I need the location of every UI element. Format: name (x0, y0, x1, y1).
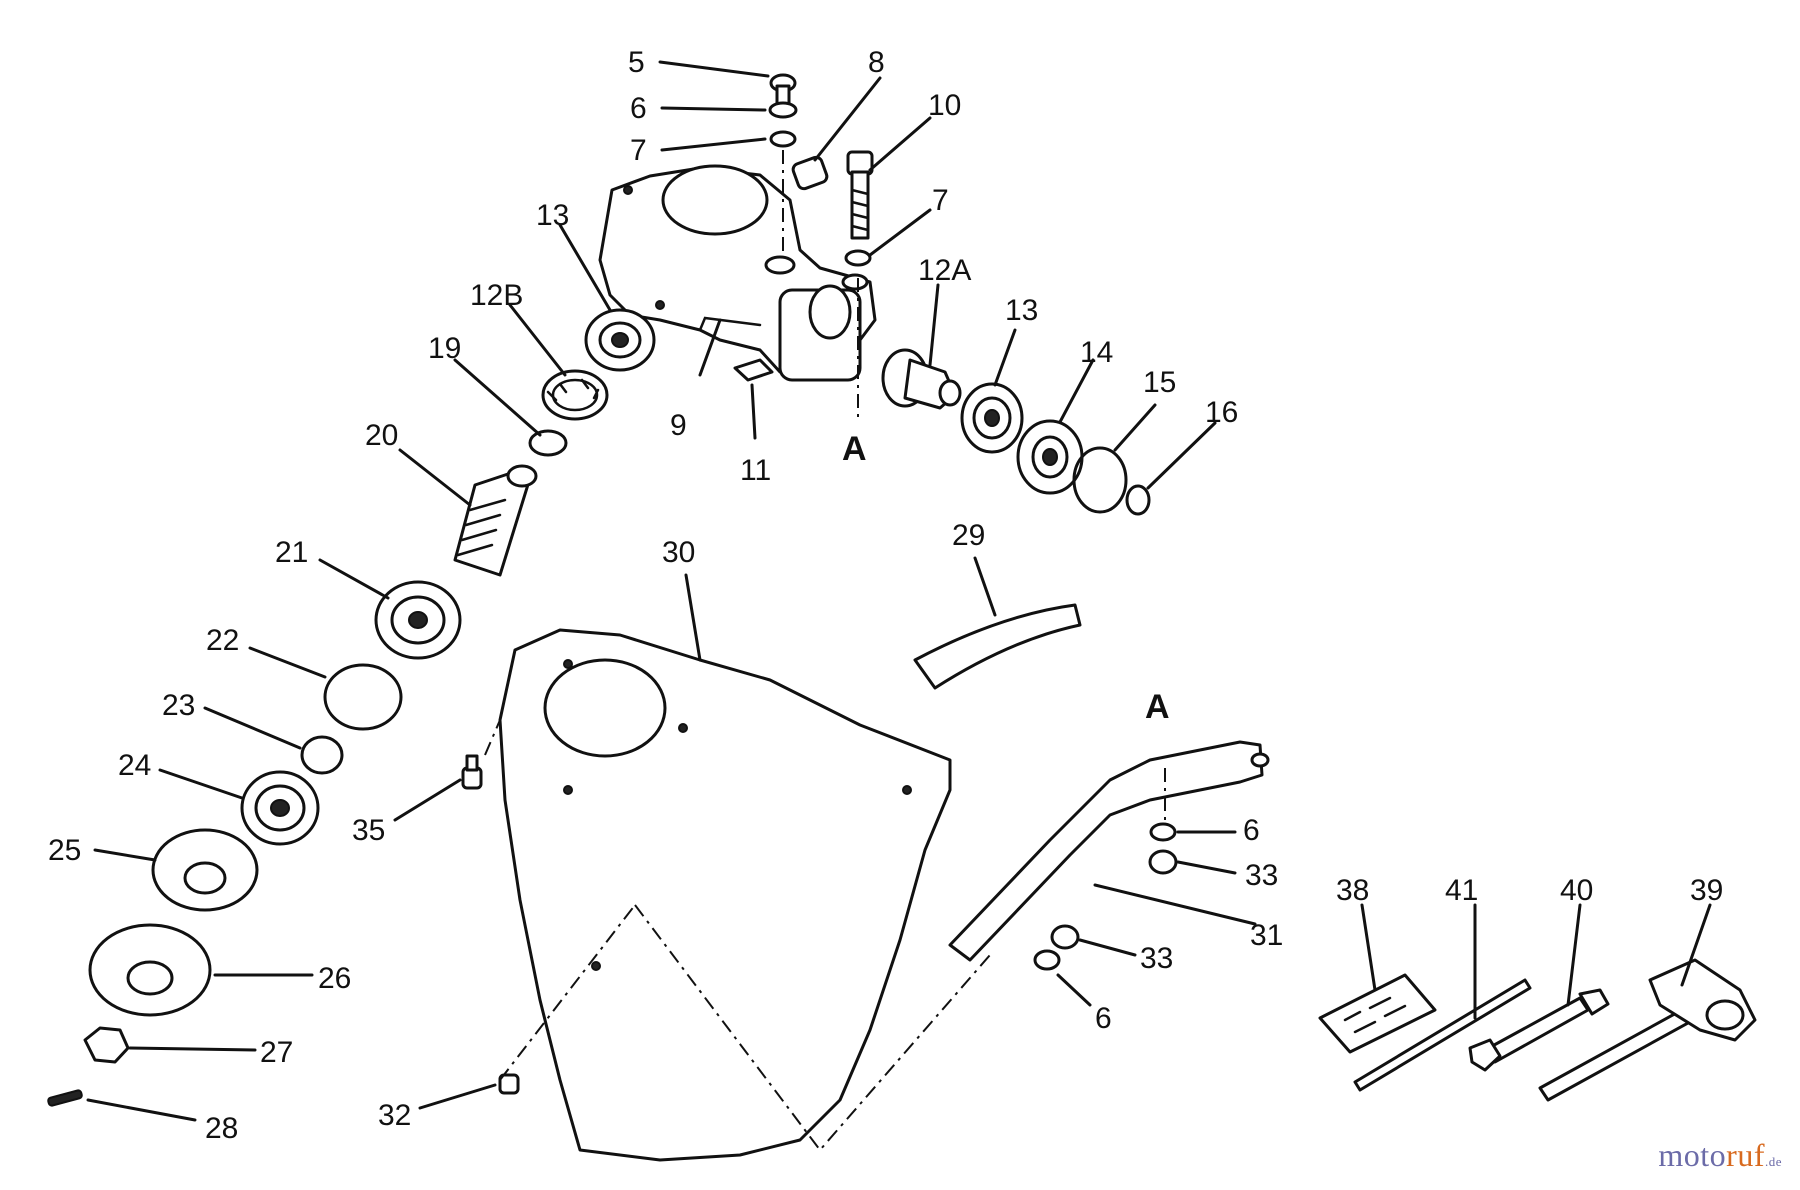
bearing-14 (1016, 419, 1084, 495)
bolt-5 (769, 73, 797, 106)
callout-6b: 6 (1243, 814, 1260, 847)
callout-13a: 13 (536, 199, 569, 232)
callout-29: 29 (952, 519, 985, 552)
bracket-hole (1250, 752, 1270, 768)
callout-25: 25 (48, 834, 81, 867)
wrench-40 (1468, 988, 1610, 1072)
screw-32 (498, 1073, 520, 1095)
cup-26 (88, 923, 212, 1017)
callout-22: 22 (206, 624, 239, 657)
snap-ring-15 (1072, 446, 1128, 514)
washer-6c (1033, 949, 1061, 971)
plug-8 (791, 155, 829, 191)
bearing-21 (374, 580, 462, 660)
callout-7b: 7 (932, 184, 949, 217)
guard-30 (498, 628, 952, 1162)
nut-33b (1050, 924, 1080, 950)
callout-15: 15 (1143, 366, 1176, 399)
pinion-12a (881, 348, 962, 410)
callout-20: 20 (365, 419, 398, 452)
washer-6b (1149, 822, 1177, 842)
clip-11 (733, 358, 774, 382)
washer-6 (768, 101, 798, 119)
callout-12a: 12A (918, 254, 971, 287)
brand-part-b: ruf (1726, 1137, 1765, 1173)
rod-41 (1353, 978, 1532, 1092)
brand-logo: motoruf.de (1658, 1137, 1782, 1174)
brand-suffix: .de (1764, 1154, 1782, 1169)
bracket-31 (948, 740, 1264, 962)
callout-6: 6 (630, 92, 647, 125)
nut-27 (83, 1026, 130, 1064)
callout-23: 23 (162, 689, 195, 722)
callout-31: 31 (1250, 919, 1283, 952)
callout-12b: 12B (470, 279, 523, 312)
box-wrench-39 (1538, 958, 1757, 1102)
bearing-13a (584, 308, 656, 372)
pad-29 (913, 603, 1082, 690)
leader-lines (86, 60, 1712, 1122)
shaft-20 (453, 464, 538, 577)
gear-12b (541, 369, 609, 421)
callout-26: 26 (318, 962, 351, 995)
washer-7b (844, 249, 872, 267)
callout-21: 21 (275, 536, 308, 569)
bearing-13b (960, 382, 1024, 454)
callout-16: 16 (1205, 396, 1238, 429)
callout-9: 9 (670, 409, 687, 442)
callout-33a: 33 (1245, 859, 1278, 892)
callout-11: 11 (740, 454, 771, 487)
washer-7 (769, 130, 797, 148)
callout-30: 30 (662, 536, 695, 569)
callout-a1: A (842, 430, 867, 468)
callout-40: 40 (1560, 874, 1593, 907)
callout-5: 5 (628, 46, 645, 79)
gear-housing (598, 164, 877, 382)
callout-33b: 33 (1140, 942, 1173, 975)
callout-38: 38 (1336, 874, 1369, 907)
callout-28: 28 (205, 1112, 238, 1145)
brand-part-a: moto (1658, 1137, 1727, 1173)
callout-7: 7 (630, 134, 647, 167)
callout-8: 8 (868, 46, 885, 79)
callout-labels: 5 6 7 8 10 7 13 12B 19 20 9 11 A 12A 13 … (48, 46, 1723, 1145)
ring-16 (1125, 484, 1151, 516)
holder-25 (151, 828, 259, 912)
screw-35 (461, 754, 483, 790)
ring-19 (528, 429, 568, 457)
callout-6c: 6 (1095, 1002, 1112, 1035)
callout-24: 24 (118, 749, 151, 782)
callout-27: 27 (260, 1036, 293, 1069)
callout-a2: A (1145, 688, 1170, 726)
collar-23 (300, 735, 344, 775)
callout-41: 41 (1445, 874, 1478, 907)
callout-39: 39 (1690, 874, 1723, 907)
callout-14: 14 (1080, 336, 1113, 369)
callout-32: 32 (378, 1099, 411, 1132)
callout-35: 35 (352, 814, 385, 847)
bolt-10 (846, 150, 874, 240)
callout-13b: 13 (1005, 294, 1038, 327)
callout-19: 19 (428, 332, 461, 365)
bearing-24 (240, 770, 320, 846)
pin-28 (47, 1089, 83, 1107)
alignment-lines (484, 150, 1166, 1152)
ring-22 (323, 663, 403, 731)
packet-38 (1318, 973, 1437, 1054)
callout-10: 10 (928, 89, 961, 122)
nut-33a (1148, 849, 1178, 875)
